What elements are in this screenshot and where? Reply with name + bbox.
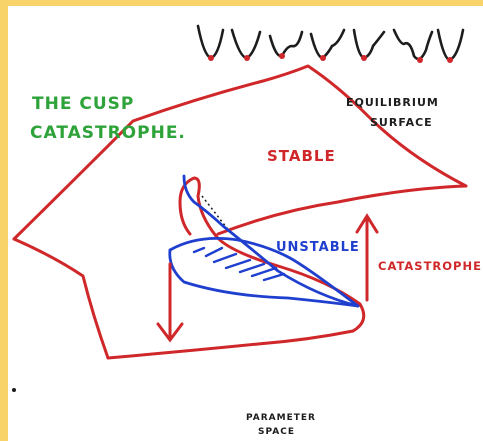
potential-curve-5 (352, 28, 386, 60)
minimum-dot (417, 57, 423, 63)
catastrophe-arrows (156, 213, 379, 343)
jump-arrow-head (355, 213, 379, 234)
potential-curve-2 (230, 28, 262, 60)
surface-bottom-edge (106, 329, 355, 360)
sketch-sheet: THE CUSP CATASTROPHE. EQUILIBRIUM SURFAC… (8, 6, 483, 441)
minimum-dot (208, 55, 214, 61)
minimum-dot (320, 55, 326, 61)
potential-curve-3 (268, 30, 304, 58)
ink-dot (12, 388, 16, 392)
catastrophe-label: CATASTROPHE (378, 259, 482, 273)
parameter-space-line-2: SPACE (258, 427, 295, 437)
equilibrium-surface (12, 64, 468, 360)
potential-curve-4 (309, 28, 346, 60)
unstable-region (168, 174, 360, 308)
minimum-dot (447, 57, 453, 63)
minimum-dot (361, 55, 367, 61)
unstable-label: UNSTABLE (276, 240, 360, 255)
curve-minima-dots (208, 53, 453, 63)
minimum-dot (279, 53, 285, 59)
title-line-1: THE CUSP (32, 94, 134, 114)
title-line-2: CATASTROPHE. (30, 123, 186, 143)
surface-lower-fold (214, 234, 366, 333)
cusp-catastrophe-diagram: THE CUSP CATASTROPHE. EQUILIBRIUM SURFAC… (12, 24, 482, 437)
potential-curves (196, 24, 465, 62)
surface-top-sheet (12, 64, 468, 241)
potential-curve-6 (392, 28, 434, 61)
unstable-hatching (192, 246, 286, 282)
stable-label: STABLE (267, 147, 336, 165)
drop-arrow-head (156, 322, 184, 343)
equilibrium-label-line-1: EQUILIBRIUM (346, 96, 439, 109)
minimum-dot (244, 55, 250, 61)
unstable-lower-boundary (168, 237, 360, 308)
unstable-upper-boundary (182, 174, 360, 308)
parameter-space-line-1: PARAMETER (246, 413, 316, 423)
equilibrium-label-line-2: SURFACE (370, 116, 433, 129)
surface-left-edge (12, 237, 110, 360)
unstable-left-boundary (168, 248, 360, 308)
potential-curve-7 (436, 28, 465, 62)
potential-curve-1 (196, 24, 225, 60)
